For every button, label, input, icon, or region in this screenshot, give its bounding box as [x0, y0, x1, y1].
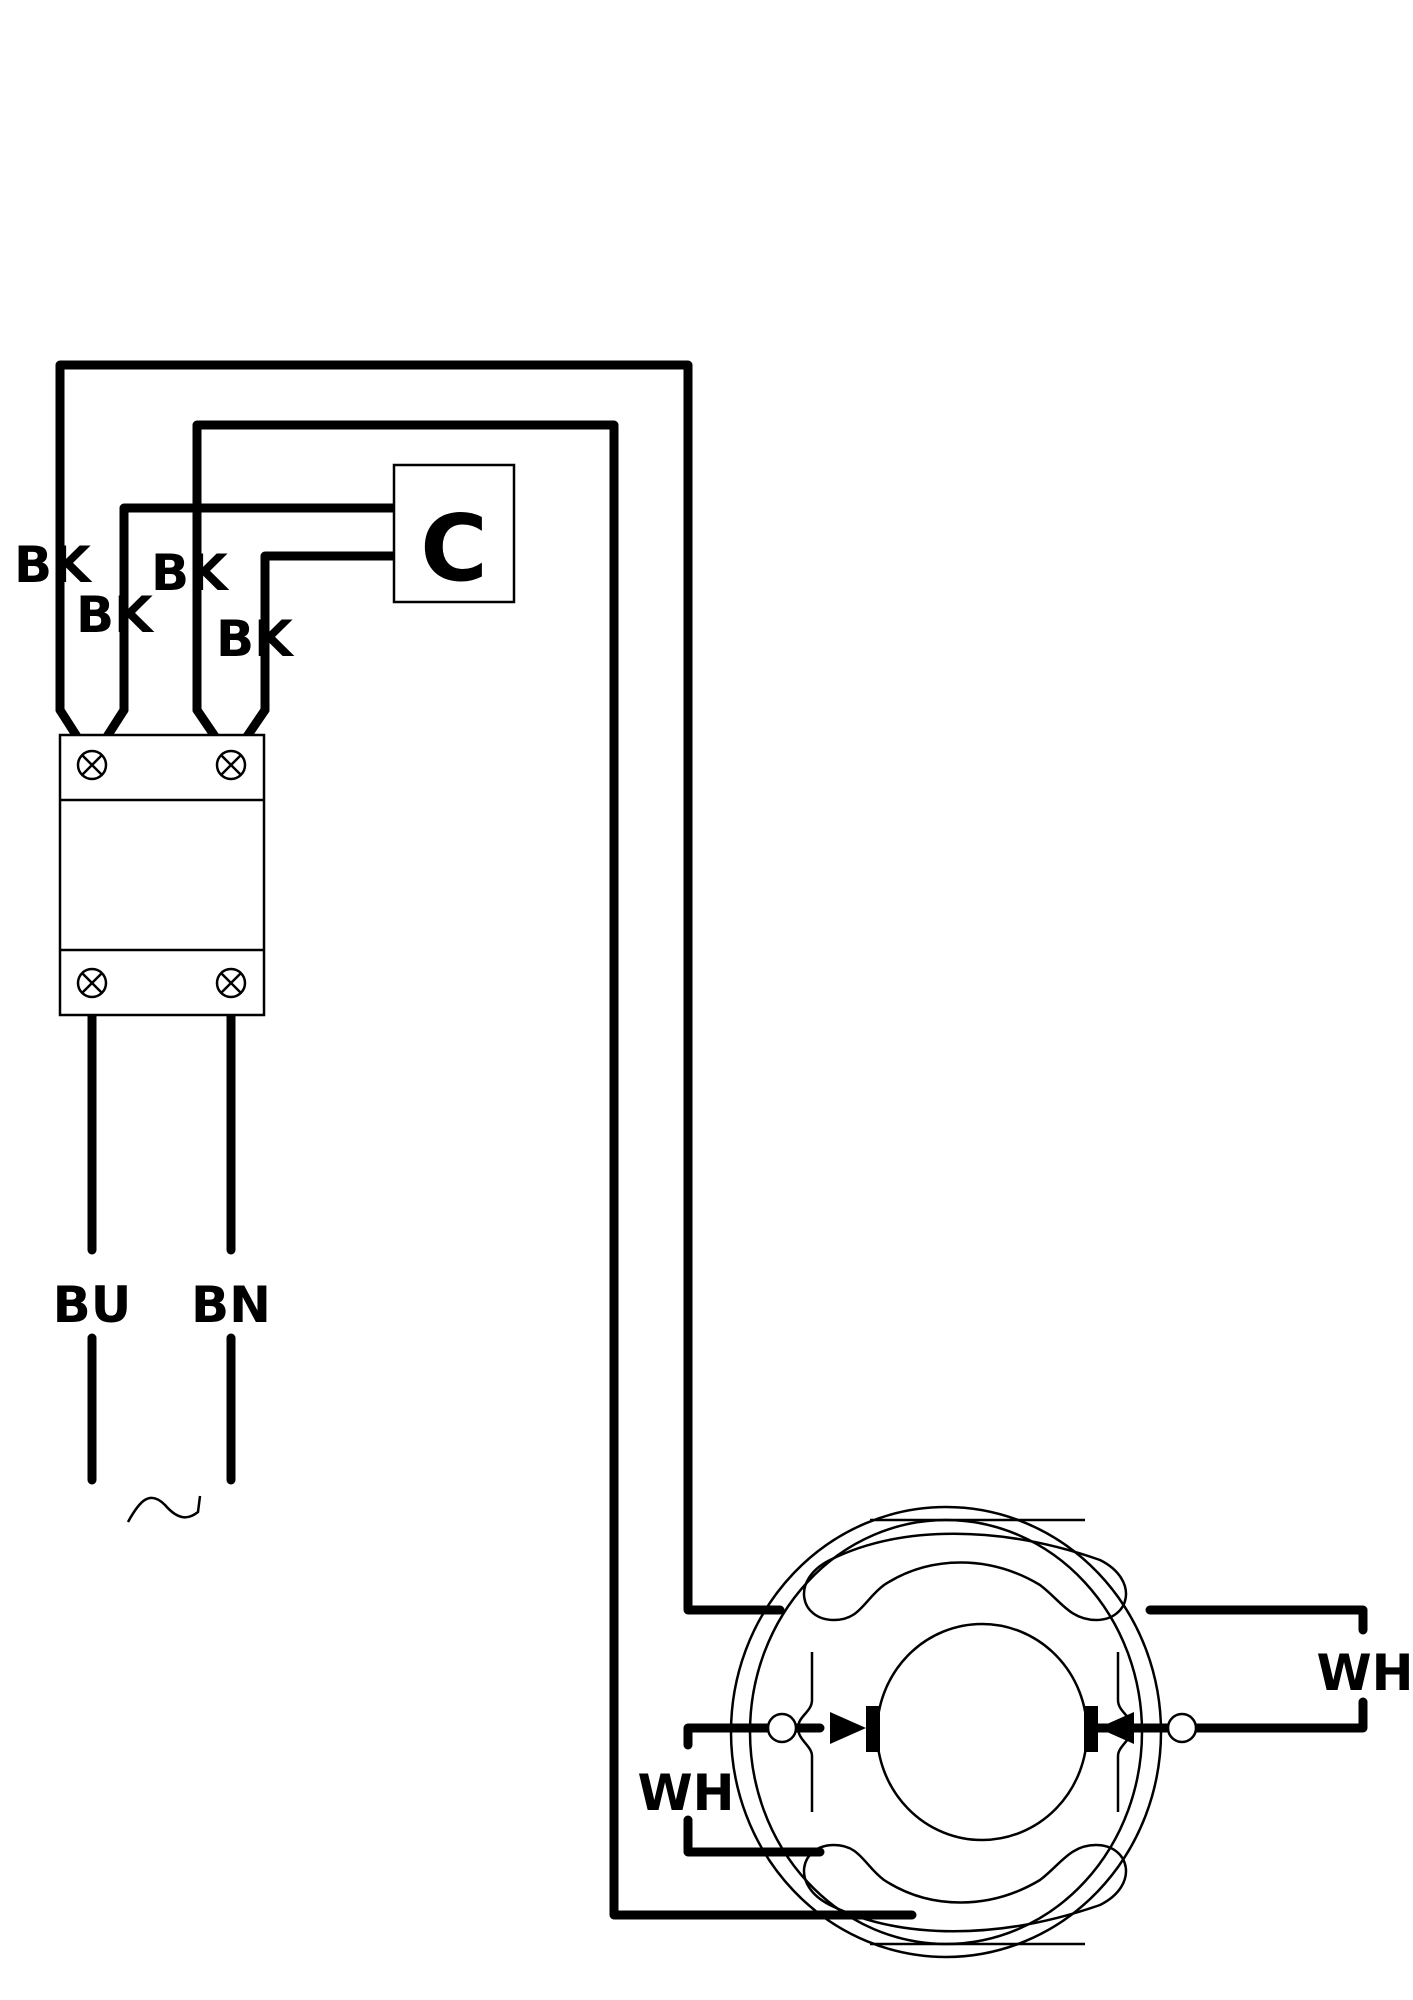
arrow-left-icon [1098, 1712, 1134, 1744]
lamp-tube-upper [802, 1532, 1128, 1622]
label-bn: BN [191, 1276, 271, 1334]
wire-bk-inner [192, 420, 917, 1920]
terminal-x-icon [215, 749, 247, 781]
lamp-center-circle [875, 1622, 1089, 1842]
wire-wh-right-lower [1093, 1697, 1368, 1733]
terminal-x-icon [76, 967, 108, 999]
wire-bk-capacitor-upper [119, 503, 399, 715]
lamp-pin-left [866, 1706, 880, 1752]
label-wh-right: WH [1317, 1644, 1413, 1702]
wire-wh-right [1145, 1605, 1368, 1635]
label-bu: BU [53, 1276, 132, 1334]
terminal-x-icon [76, 749, 108, 781]
lamp-side-left [796, 1652, 814, 1812]
ac-tilde-icon [126, 1495, 202, 1523]
label-bk-4: BK [216, 610, 295, 668]
capacitor: C [392, 463, 516, 604]
terminal-x-icon [215, 967, 247, 999]
label-bk-2: BK [76, 586, 155, 644]
wires [55, 360, 1368, 1920]
capacitor-box [392, 463, 516, 604]
wire-bk-outer [55, 360, 785, 1615]
lamp-tube-lower [802, 1843, 1128, 1933]
lamp-outer-ring [729, 1505, 1163, 1959]
terminal-block-body [58, 733, 266, 1017]
wire-wh-left-lower [683, 1815, 825, 1857]
lamp-contact-right [1166, 1712, 1198, 1744]
lamp-contact-left [766, 1712, 798, 1744]
labels: BK BK BK BK BU BN WH WH [14, 536, 1413, 1822]
lamp-pin-right [1084, 1706, 1098, 1752]
label-bk-1: BK [14, 536, 93, 594]
label-bk-3: BK [151, 544, 230, 602]
label-wh-left: WH [638, 1764, 735, 1822]
wire-bk-capacitor-lower [260, 551, 399, 715]
capacitor-label: C [420, 495, 488, 602]
lamp [729, 1505, 1198, 1959]
arrow-right-icon [830, 1712, 866, 1744]
terminal-block [58, 733, 266, 1017]
